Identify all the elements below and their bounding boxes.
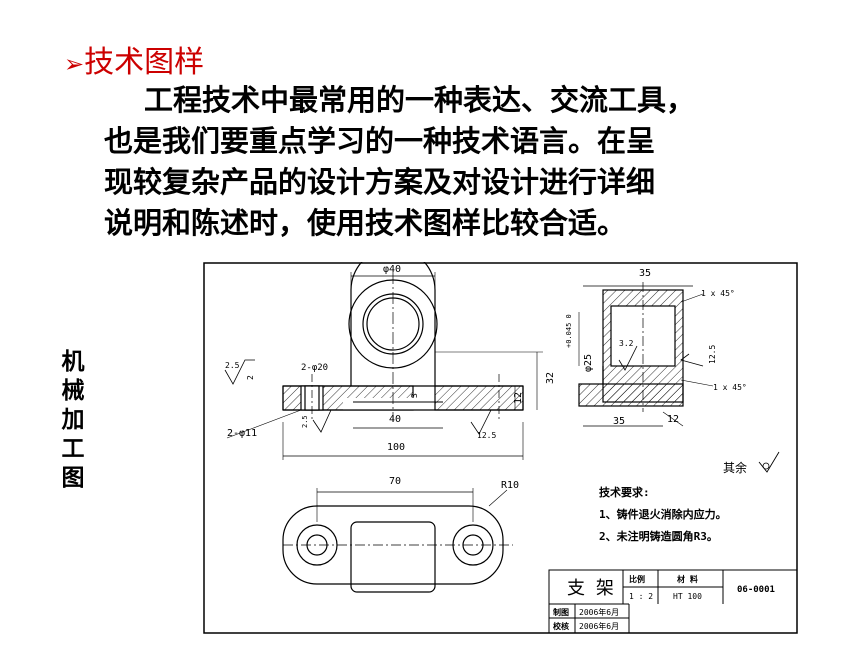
heading-text: 技术图样: [84, 45, 205, 80]
dim-70: 70: [389, 476, 401, 487]
paragraph-line: 也是我们要重点学习的一种技术语言。在呈: [104, 124, 656, 158]
dim-roughness-125-mid: 12.5: [477, 431, 496, 440]
paragraph-line: 说明和陈述时，使用技术图样比较合适。: [104, 206, 627, 240]
roughness-icon: [758, 451, 780, 473]
front-view: [224, 262, 543, 460]
roughness-note: 其余: [723, 460, 747, 475]
paragraph-line: 现较复杂产品的设计方案及对设计进行详细: [104, 165, 656, 199]
dim-phi25: φ25: [583, 354, 594, 372]
dim-two: 2: [246, 375, 255, 380]
paragraph-line: 工程技术中最常用的一种表达、交流工具，: [144, 83, 696, 117]
dim-roughness-32: 3.2: [619, 339, 634, 348]
dim-35-bottom: 35: [613, 416, 625, 427]
dim-40: 40: [389, 414, 401, 425]
dim-100: 100: [387, 442, 405, 453]
section-heading: ➢技术图样: [64, 44, 204, 83]
dim-hole-20: 2-φ20: [301, 363, 328, 373]
tech-requirement-1: 1、铸件退火消除内应力。: [599, 507, 727, 521]
side-label-char: 械: [61, 378, 85, 404]
checked-label: 校核: [553, 621, 569, 631]
roughness-circle-icon: [762, 462, 770, 470]
dim-tolerance: +0.045 0: [565, 314, 573, 348]
side-label: 机 械 加 工 图: [58, 348, 88, 493]
drawn-date: 2006年6月: [579, 607, 619, 617]
scale-value: 1 : 2: [629, 592, 653, 601]
checked-date: 2006年6月: [579, 621, 619, 631]
drawing-code: 06-0001: [737, 585, 775, 595]
dim-chamfer-top: 1 x 45°: [701, 289, 735, 298]
side-label-char: 图: [61, 465, 85, 491]
dim-roughness-25-small: 2.5: [301, 415, 309, 428]
drawn-label: 制图: [553, 607, 569, 617]
dim-roughness-125-right: 12.5: [708, 345, 717, 364]
arrow-bullet-icon: ➢: [64, 50, 85, 78]
dim-chamfer-bottom: 1 x 45°: [713, 383, 747, 392]
side-label-char: 机: [61, 349, 85, 375]
side-label-char: 加: [61, 407, 85, 433]
tech-requirement-2: 2、未注明铸造圆角R3。: [599, 529, 718, 543]
dim-r10: R10: [501, 480, 519, 491]
dim-phi40: φ40: [383, 264, 401, 275]
tech-requirements-title: 技术要求:: [599, 485, 650, 499]
dim-3: 3: [410, 393, 419, 398]
dim-35-top: 35: [639, 268, 651, 279]
material-value: HT 100: [673, 592, 702, 601]
engineering-drawing: φ40 35 +0.045 0 φ25 1 x 45° 1 x 45° 3.2 …: [203, 262, 798, 634]
side-view: [578, 282, 714, 427]
material-label: 材 料: [677, 574, 698, 584]
dim-hole-11: 2-φ11: [227, 428, 257, 439]
dim-12-right: 12: [667, 414, 679, 425]
scale-label: 比例: [629, 574, 645, 584]
intro-paragraph: 工程技术中最常用的一种表达、交流工具， 也是我们要重点学习的一种技术语言。在呈 …: [104, 80, 794, 244]
top-view: [282, 488, 513, 593]
side-label-char: 工: [61, 436, 85, 462]
dim-12: 12: [513, 392, 524, 404]
part-name: 支 架: [567, 578, 614, 599]
title-block: [548, 569, 798, 634]
drawing-frame: [203, 262, 798, 634]
dim-roughness-25: 2.5: [225, 361, 240, 370]
dim-32: 32: [545, 372, 556, 384]
